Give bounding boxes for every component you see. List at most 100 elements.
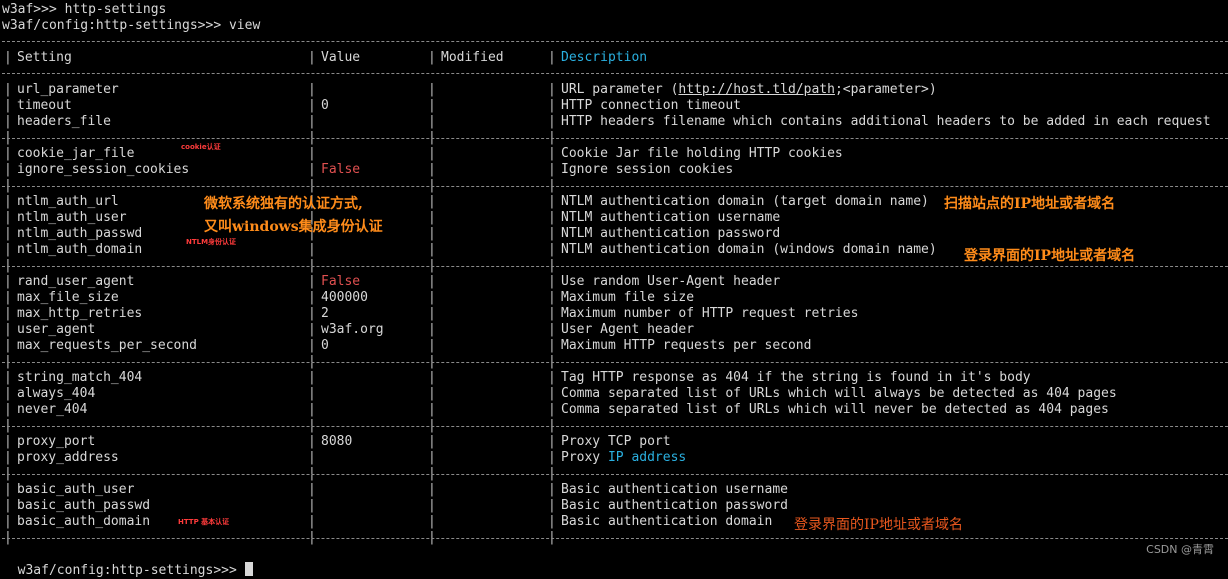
column-divider: |	[428, 354, 436, 369]
column-divider: |	[428, 178, 436, 193]
column-divider: |	[308, 98, 316, 113]
row-separator	[2, 474, 1228, 475]
setting-description: NTLM authentication password	[561, 226, 781, 241]
column-divider: |	[4, 178, 12, 193]
column-divider: |	[428, 306, 436, 321]
command-line-1: w3af>>> http-settings	[2, 2, 167, 17]
column-divider: |	[548, 402, 556, 417]
setting-value[interactable]: 8080	[321, 434, 353, 449]
column-divider: |	[4, 482, 12, 497]
setting-name: max_http_retries	[17, 306, 143, 321]
column-divider: |	[4, 466, 12, 481]
setting-value[interactable]: 400000	[321, 290, 368, 305]
setting-name: string_match_404	[17, 370, 143, 385]
column-divider: |	[308, 114, 316, 129]
column-divider: |	[428, 114, 436, 129]
column-divider: |	[428, 242, 436, 257]
column-divider: |	[308, 402, 316, 417]
column-divider: |	[308, 258, 316, 273]
setting-description: NTLM authentication domain (target domai…	[561, 194, 929, 209]
column-divider: |	[428, 290, 436, 305]
terminal-prompt[interactable]: w3af/config:http-settings>>>	[2, 546, 253, 578]
column-divider: |	[308, 50, 316, 65]
column-divider: |	[4, 354, 12, 369]
column-divider: |	[428, 402, 436, 417]
setting-value[interactable]: 0	[321, 338, 329, 353]
column-divider: |	[308, 178, 316, 193]
setting-name: ntlm_auth_domain	[17, 242, 143, 257]
column-divider: |	[428, 514, 436, 529]
column-divider: |	[4, 50, 12, 65]
row-separator	[2, 426, 1228, 427]
header-description: Description	[561, 50, 648, 65]
column-divider: |	[428, 162, 436, 177]
column-divider: |	[308, 274, 316, 289]
column-divider: |	[548, 226, 556, 241]
column-divider: |	[428, 370, 436, 385]
row-separator	[2, 138, 1228, 139]
column-divider: |	[4, 498, 12, 513]
column-divider: |	[548, 498, 556, 513]
setting-name: ntlm_auth_url	[17, 194, 119, 209]
column-divider: |	[4, 242, 12, 257]
description-text: URL parameter (	[561, 82, 679, 97]
column-divider: |	[548, 418, 556, 433]
column-divider: |	[428, 194, 436, 209]
setting-description: Comma separated list of URLs which will …	[561, 386, 1117, 401]
row-separator	[2, 73, 1228, 74]
column-divider: |	[308, 194, 316, 209]
setting-description: Basic authentication password	[561, 498, 788, 513]
annotation-ntlm: NTLM身份认证	[186, 238, 237, 246]
setting-description: Tag HTTP response as 404 if the string i…	[561, 370, 1031, 385]
setting-description: Ignore session cookies	[561, 162, 734, 177]
annotation-ms-line2: 又叫windows集成身份认证	[204, 219, 383, 235]
setting-value[interactable]: w3af.org	[321, 322, 384, 337]
setting-value[interactable]: False	[321, 162, 361, 177]
column-divider: |	[548, 370, 556, 385]
annotation-ms-line1: 微软系统独有的认证方式,	[204, 196, 363, 212]
column-divider: |	[4, 274, 12, 289]
column-divider: |	[4, 130, 12, 145]
column-divider: |	[308, 482, 316, 497]
setting-value[interactable]: 2	[321, 306, 329, 321]
header-modified: Modified	[441, 50, 504, 65]
column-divider: |	[548, 354, 556, 369]
header-value: Value	[321, 50, 361, 65]
setting-description: Comma separated list of URLs which will …	[561, 402, 1109, 417]
column-divider: |	[548, 194, 556, 209]
column-divider: |	[548, 130, 556, 145]
setting-name: basic_auth_passwd	[17, 498, 151, 513]
column-divider: |	[428, 258, 436, 273]
column-divider: |	[308, 386, 316, 401]
column-divider: |	[4, 98, 12, 113]
column-divider: |	[428, 466, 436, 481]
setting-name: rand_user_agent	[17, 274, 135, 289]
column-divider: |	[4, 290, 12, 305]
annotation-login-domain: 登录界面的IP地址或者域名	[964, 248, 1136, 264]
setting-description: Use random User-Agent header	[561, 274, 781, 289]
annotation-http-basic: HTTP 基本认证	[178, 518, 230, 526]
setting-description: Maximum HTTP requests per second	[561, 338, 812, 353]
row-separator	[2, 266, 1228, 267]
url-example-link[interactable]: http://host.tld/path	[678, 82, 835, 97]
setting-value[interactable]: 0	[321, 98, 329, 113]
column-divider: |	[4, 530, 12, 545]
column-divider: |	[308, 306, 316, 321]
column-divider: |	[4, 370, 12, 385]
column-divider: |	[548, 514, 556, 529]
column-divider: |	[548, 338, 556, 353]
setting-name: never_404	[17, 402, 88, 417]
column-divider: |	[428, 498, 436, 513]
row-separator	[2, 186, 1228, 187]
column-divider: |	[4, 210, 12, 225]
ip-address-highlight: IP address	[607, 450, 687, 465]
watermark: CSDN @青霄	[1146, 543, 1214, 556]
setting-value[interactable]: False	[321, 274, 361, 289]
column-divider: |	[308, 162, 316, 177]
column-divider: |	[4, 114, 12, 129]
column-divider: |	[548, 178, 556, 193]
column-divider: |	[428, 434, 436, 449]
column-divider: |	[548, 242, 556, 257]
column-divider: |	[428, 386, 436, 401]
column-divider: |	[428, 482, 436, 497]
